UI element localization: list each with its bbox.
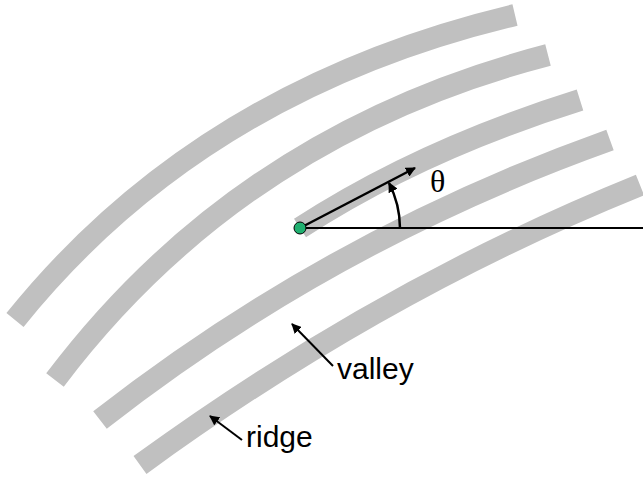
angle-symbol: θ bbox=[430, 164, 445, 199]
angle-arc bbox=[389, 183, 400, 228]
direction-arrow bbox=[300, 168, 415, 228]
minutia-dot bbox=[294, 222, 306, 234]
leader-line bbox=[210, 416, 242, 440]
ridge-band bbox=[100, 140, 610, 420]
valley-label: valley bbox=[337, 352, 414, 385]
leader-line bbox=[292, 324, 333, 366]
reference-line bbox=[300, 227, 643, 229]
ridge-label: ridge bbox=[246, 420, 313, 453]
